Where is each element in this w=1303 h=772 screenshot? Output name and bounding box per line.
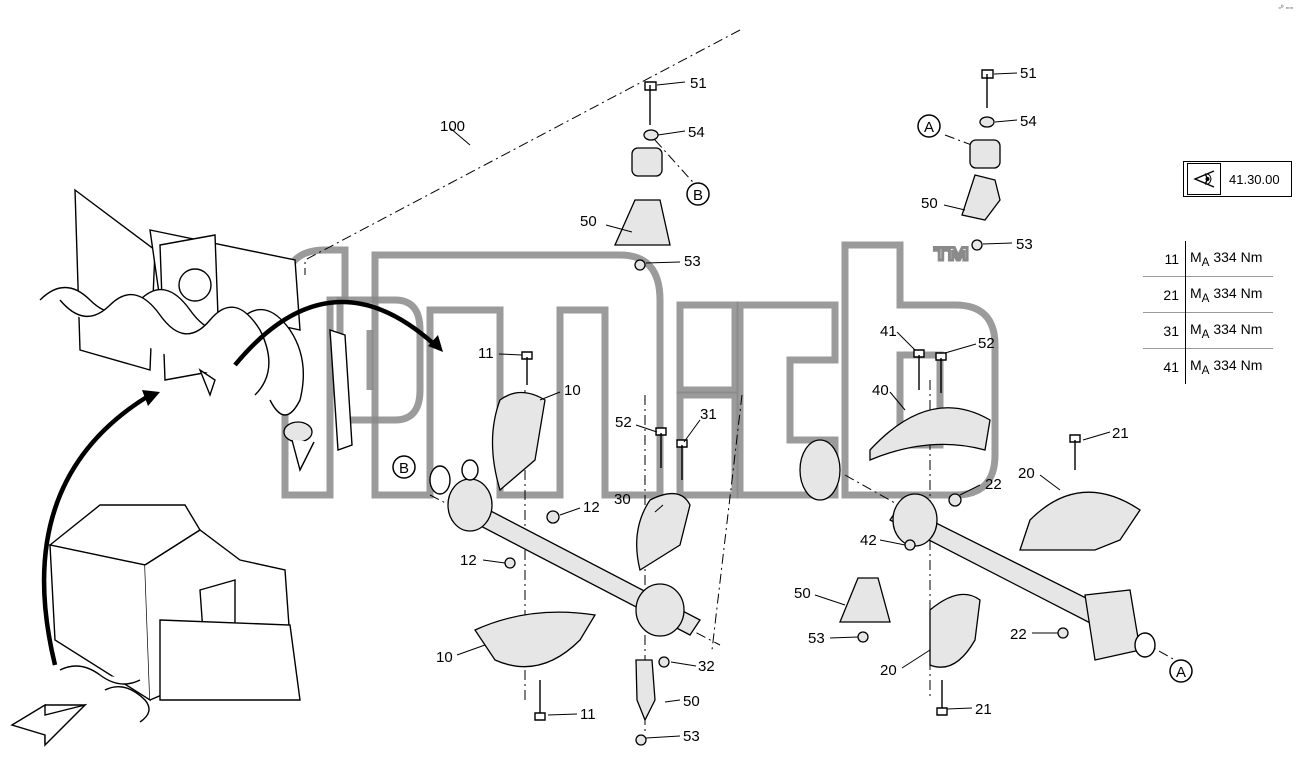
- callout-54: 54: [1020, 113, 1037, 130]
- callout-52: 52: [615, 414, 632, 431]
- callout-51: 51: [690, 75, 707, 92]
- callout-40: 40: [872, 382, 889, 399]
- callout-42: 42: [860, 532, 877, 549]
- callout-50: 50: [794, 585, 811, 602]
- callout-11: 11: [580, 706, 596, 723]
- auger-flight-20-top: [1019, 491, 1141, 551]
- torque-symbol-subscript: A: [1201, 363, 1210, 377]
- corner-mark: ▫⁰ ▫▫▫: [1278, 5, 1293, 12]
- callout-11: 11: [478, 345, 494, 362]
- callout-21: 21: [1112, 425, 1129, 442]
- callout-51: 51: [1020, 65, 1037, 82]
- paver-machine-illustration: [48, 504, 301, 723]
- callout-10: 10: [436, 649, 453, 666]
- reference-code: 41.30.00: [1229, 171, 1280, 187]
- callout-20: 20: [1018, 465, 1035, 482]
- torque-value-cell: MA 334 Nm: [1186, 349, 1274, 385]
- callout-52: 52: [978, 335, 995, 352]
- callout-50: 50: [683, 693, 700, 710]
- auger-tooth-50-a: [613, 199, 671, 246]
- torque-value-cell: MA 334 Nm: [1186, 241, 1274, 277]
- callout-32: 32: [698, 658, 715, 675]
- torque-value: 334 Nm: [1213, 356, 1263, 373]
- callout-53: 53: [684, 253, 701, 270]
- callout-22: 22: [1010, 626, 1027, 643]
- callout-50: 50: [921, 195, 938, 212]
- torque-symbol-subscript: A: [1201, 255, 1210, 269]
- callout-leaders: [449, 72, 1111, 739]
- torque-value: 334 Nm: [1213, 284, 1263, 301]
- auger-tooth-50-b: [961, 174, 1001, 221]
- callout-53: 53: [808, 630, 825, 647]
- auger-flight-10-top: [491, 391, 546, 492]
- torque-position: 21: [1143, 276, 1186, 313]
- reference-marker-a-top: A: [917, 114, 941, 138]
- torque-position: 31: [1143, 312, 1186, 349]
- svg-text:B: B: [693, 187, 703, 204]
- torque-symbol: M: [1190, 284, 1202, 301]
- reference-marker-a-right: A: [1169, 659, 1193, 683]
- auger-shaft-left: [429, 459, 701, 637]
- trademark-symbol: ™: [932, 240, 972, 284]
- torque-value-cell: MA 334 Nm: [1186, 277, 1274, 313]
- callout-10: 10: [564, 382, 581, 399]
- torque-value-cell: MA 334 Nm: [1186, 313, 1274, 349]
- torque-symbol-subscript: A: [1201, 291, 1210, 305]
- reference-marker-b-left: B: [392, 455, 416, 479]
- reference-marker-b-top: B: [686, 182, 710, 206]
- bolt-51-left: [644, 81, 657, 125]
- torque-position: 11: [1143, 241, 1186, 277]
- callout-12: 12: [460, 552, 477, 569]
- callout-31: 31: [700, 406, 717, 423]
- washer-54-left: [643, 129, 659, 141]
- callout-54: 54: [688, 124, 705, 141]
- callout-30: 30: [614, 491, 631, 508]
- flow-arrow-up: [41, 393, 152, 666]
- callout-labels: 100 51 54 50 53 51 54 50 53 11 10 12 12 …: [436, 65, 1129, 745]
- torque-symbol: M: [1190, 248, 1202, 265]
- auger-flight-40: [869, 407, 991, 461]
- auger-flight-20-bottom: [929, 593, 981, 668]
- torque-value: 334 Nm: [1213, 320, 1263, 337]
- torque-symbol-subscript: A: [1201, 327, 1210, 341]
- callout-21: 21: [975, 701, 992, 718]
- torque-symbol: M: [1190, 320, 1202, 337]
- svg-text:A: A: [1176, 664, 1186, 681]
- callout-53: 53: [683, 728, 700, 745]
- washer-54-right: [979, 116, 995, 128]
- assembly-outline-line: [304, 29, 741, 275]
- callout-22: 22: [985, 476, 1002, 493]
- reference-box: 41.30.00: [1183, 161, 1292, 197]
- flow-arrow-right: [233, 299, 437, 367]
- callout-41: 41: [880, 323, 897, 340]
- bearing-sleeve-a: [969, 139, 1001, 169]
- watermark-logo: ™: [281, 239, 999, 499]
- auger-shaft-right: [799, 439, 1156, 661]
- svg-text:B: B: [399, 460, 409, 477]
- bolt-51-right: [981, 69, 994, 108]
- torque-position: 41: [1143, 348, 1186, 384]
- callout-100: 100: [440, 118, 465, 135]
- auger-tooth-50-d: [635, 659, 656, 722]
- torque-symbol: M: [1190, 356, 1202, 373]
- callout-50: 50: [580, 213, 597, 230]
- eye-view-icon: [1187, 163, 1221, 195]
- auger-flight-10-bottom: [474, 611, 597, 668]
- auger-flight-30: [636, 493, 691, 572]
- callout-53: 53: [1016, 236, 1033, 253]
- auger-frame-illustration: [39, 188, 353, 472]
- auger-tooth-50-c: [839, 577, 891, 623]
- callout-12: 12: [583, 499, 600, 516]
- torque-value: 334 Nm: [1213, 248, 1263, 265]
- bearing-sleeve-b: [631, 147, 663, 177]
- svg-text:A: A: [924, 119, 934, 136]
- callout-20: 20: [880, 662, 897, 679]
